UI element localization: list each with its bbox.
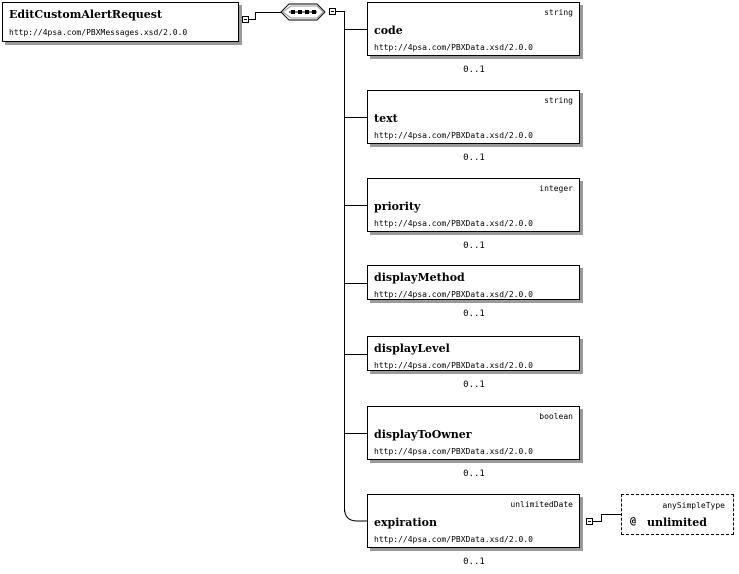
element-box-expiration[interactable]: unlimitedDate expiration http://4psa.com/P… bbox=[367, 494, 580, 548]
cardinality-label: 0..1 bbox=[463, 241, 485, 251]
element-name: displayLevel bbox=[374, 342, 450, 355]
root-connector-to-sequence bbox=[255, 12, 281, 13]
element-box-displayToOwner[interactable]: boolean displayToOwner http://4psa.com/PBX… bbox=[367, 406, 580, 460]
root-connector-vertical bbox=[255, 12, 256, 20]
attribute-name: unlimited bbox=[647, 516, 707, 529]
expiration-connector-to-attribute bbox=[601, 514, 621, 515]
element-namespace: http://4psa.com/PBXData.xsd/2.0.0 bbox=[374, 290, 533, 299]
element-type: string bbox=[544, 8, 573, 17]
cardinality-label: 0..1 bbox=[463, 380, 485, 390]
element-connector bbox=[345, 205, 367, 206]
element-type: integer bbox=[539, 184, 573, 193]
element-box-code[interactable]: string code http://4psa.com/PBXData.xsd/2.… bbox=[367, 2, 580, 56]
root-collapse-toggle[interactable] bbox=[242, 16, 249, 23]
element-type: unlimitedDate bbox=[510, 500, 573, 509]
element-name: priority bbox=[374, 200, 421, 213]
element-connector bbox=[345, 354, 367, 355]
cardinality-label: 0..1 bbox=[463, 469, 485, 479]
expiration-connector bbox=[593, 521, 601, 522]
cardinality-label: 0..1 bbox=[463, 309, 485, 319]
element-name: text bbox=[374, 112, 398, 125]
sequence-spine bbox=[344, 11, 345, 512]
sequence-compositor-icon[interactable] bbox=[280, 3, 326, 21]
element-name: expiration bbox=[374, 516, 437, 529]
root-element-namespace: http://4psa.com/PBXMessages.xsd/2.0.0 bbox=[9, 28, 188, 37]
element-name: displayMethod bbox=[374, 271, 465, 284]
attribute-box[interactable]: anySimpleType @ unlimited bbox=[621, 494, 734, 535]
element-type: string bbox=[544, 96, 573, 105]
element-namespace: http://4psa.com/PBXData.xsd/2.0.0 bbox=[374, 219, 533, 228]
element-namespace: http://4psa.com/PBXData.xsd/2.0.0 bbox=[374, 535, 533, 544]
element-namespace: http://4psa.com/PBXData.xsd/2.0.0 bbox=[374, 131, 533, 140]
root-element-name: EditCustomAlertRequest bbox=[9, 8, 163, 21]
element-connector bbox=[345, 117, 367, 118]
cardinality-label: 0..1 bbox=[463, 153, 485, 163]
expiration-collapse-toggle[interactable] bbox=[586, 518, 593, 525]
element-namespace: http://4psa.com/PBXData.xsd/2.0.0 bbox=[374, 43, 533, 52]
element-name: code bbox=[374, 24, 403, 37]
element-box-displayMethod[interactable]: displayMethod http://4psa.com/PBXData.xsd… bbox=[367, 265, 580, 300]
element-box-priority[interactable]: integer priority http://4psa.com/PBXData.x… bbox=[367, 178, 580, 232]
element-connector bbox=[345, 29, 367, 30]
element-connector bbox=[345, 283, 367, 284]
root-element-box[interactable]: EditCustomAlertRequest http://4psa.com/P… bbox=[2, 2, 239, 42]
root-connector bbox=[249, 19, 255, 20]
cardinality-label: 0..1 bbox=[463, 557, 485, 567]
sequence-connector bbox=[336, 11, 344, 12]
sequence-collapse-toggle[interactable] bbox=[329, 8, 336, 15]
element-name: displayToOwner bbox=[374, 428, 472, 441]
element-type: boolean bbox=[539, 412, 573, 421]
element-namespace: http://4psa.com/PBXData.xsd/2.0.0 bbox=[374, 361, 533, 370]
element-box-displayLevel[interactable]: displayLevel http://4psa.com/PBXData.xsd/… bbox=[367, 336, 580, 371]
attribute-type: anySimpleType bbox=[662, 501, 725, 510]
attribute-icon: @ bbox=[630, 516, 637, 527]
element-connector bbox=[345, 433, 367, 434]
expiration-connector-vertical bbox=[601, 514, 602, 522]
cardinality-label: 0..1 bbox=[463, 65, 485, 75]
element-box-text[interactable]: string text http://4psa.com/PBXData.xsd/2.… bbox=[367, 90, 580, 144]
spine-curve bbox=[344, 508, 369, 522]
element-namespace: http://4psa.com/PBXData.xsd/2.0.0 bbox=[374, 447, 533, 456]
